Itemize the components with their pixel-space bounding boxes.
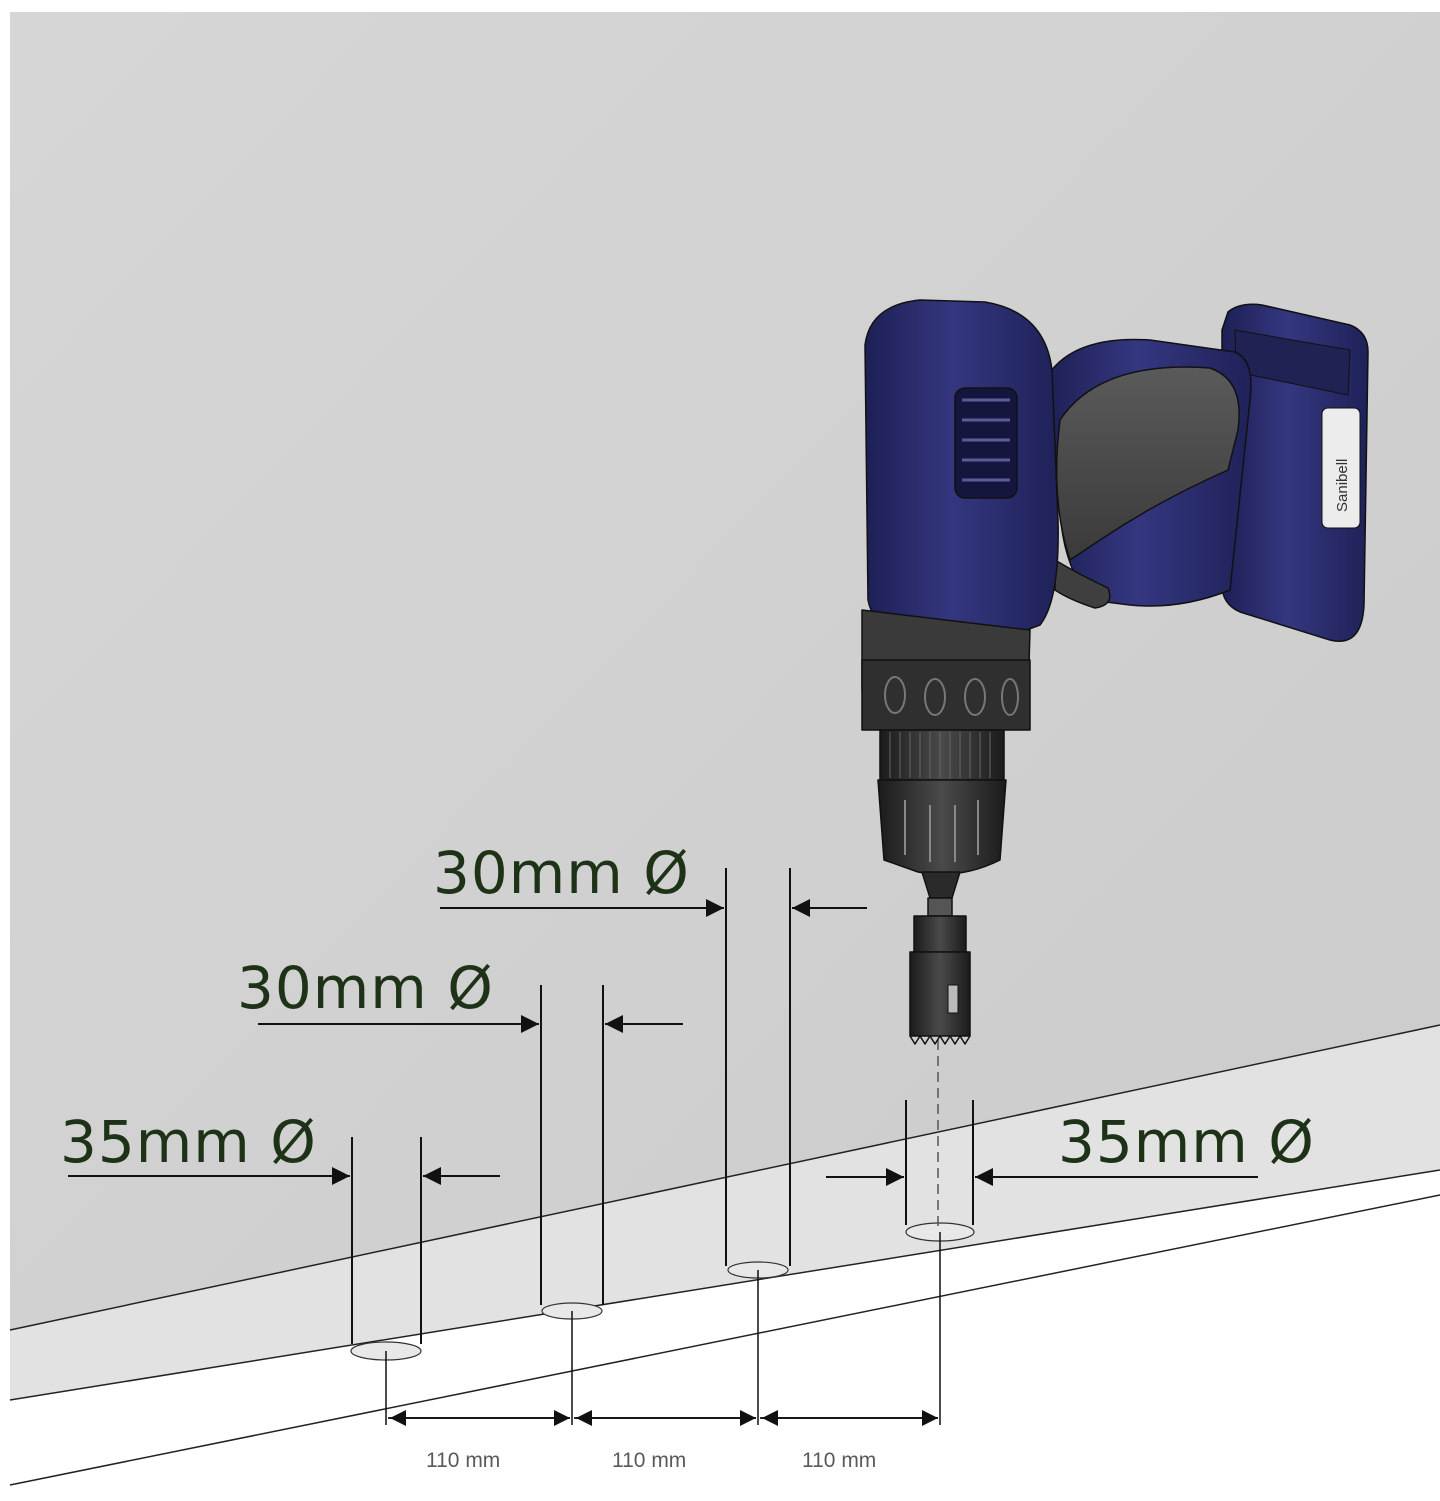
extension-lines [351,868,974,1425]
hole-saw-collar [913,915,967,953]
diameter-label-hole-4: 35mm Ø [1058,1108,1315,1176]
spacing-label-2: 110 mm [612,1449,686,1472]
wall-and-floor [9,12,1440,1501]
brand-name: Sanibell [1334,459,1351,512]
brand-label [1321,407,1361,529]
holes [350,1222,975,1361]
diameter-label-hole-2: 30mm Ø [237,954,494,1022]
drill-icon [861,299,1369,1045]
diameter-label-hole-3: 30mm Ø [433,839,690,907]
floor-foreground [10,1170,1440,1501]
plate-bottom-edge [9,1194,1440,1486]
arbor [927,897,953,917]
diameter-leaders [68,899,1258,1186]
plate-front-edge [9,1169,1440,1401]
hole-saw [909,951,971,1037]
diameter-label-hole-1: 35mm Ø [60,1108,317,1176]
chuck-upper [879,729,1005,781]
chuck-lower [877,779,1007,876]
vent [954,387,1018,499]
rubber-grip [1055,366,1240,561]
spacing-label-3: 110 mm [802,1449,876,1472]
spacing-label-1: 110 mm [426,1449,500,1472]
